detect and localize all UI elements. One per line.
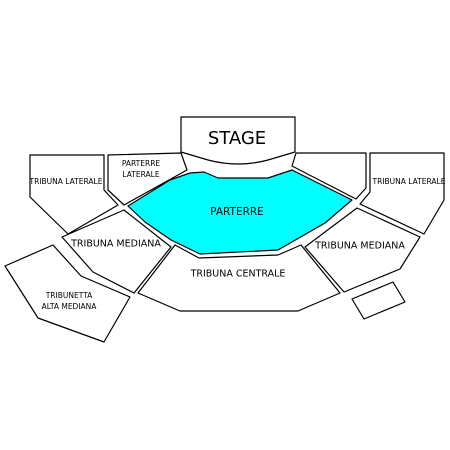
section-tribuna-mediana-right-label: TRIBUNA MEDIANA — [314, 241, 405, 252]
stage-area — [180, 116, 296, 165]
section-tribunetta-alta-mediana-label-line2: ALTA MEDIANA — [42, 302, 98, 311]
stage-label: STAGE — [208, 128, 266, 149]
section-tribuna-laterale-left-label: TRIBUNA LATERALE — [29, 177, 103, 186]
section-parterre-laterale-label-line1: PARTERRE — [122, 159, 161, 168]
section-tribuna-mediana-right[interactable] — [304, 207, 421, 293]
section-parterre-laterale-right[interactable] — [291, 152, 367, 200]
section-tribuna-laterale-right-label: TRIBUNA LATERALE — [372, 177, 446, 186]
section-tribuna-laterale-left[interactable] — [29, 154, 119, 235]
section-parterre-label: PARTERRE — [210, 206, 264, 218]
section-small-lower-right[interactable] — [351, 281, 406, 320]
section-tribuna-mediana-left-label: TRIBUNA MEDIANA — [70, 239, 161, 250]
section-parterre-laterale[interactable] — [107, 152, 188, 206]
section-tribunetta-alta-mediana-label-line1: TRIBUNETTA — [45, 291, 93, 300]
section-tribunetta-alta-mediana[interactable] — [4, 244, 131, 343]
section-tribuna-mediana-left[interactable] — [61, 209, 172, 294]
section-parterre-laterale-label-line2: LATERALE — [122, 170, 159, 179]
section-tribuna-centrale[interactable] — [137, 244, 341, 312]
section-tribuna-centrale-label: TRIBUNA CENTRALE — [190, 269, 286, 280]
section-parterre[interactable] — [127, 169, 353, 255]
section-tribuna-laterale-right[interactable] — [359, 152, 445, 235]
